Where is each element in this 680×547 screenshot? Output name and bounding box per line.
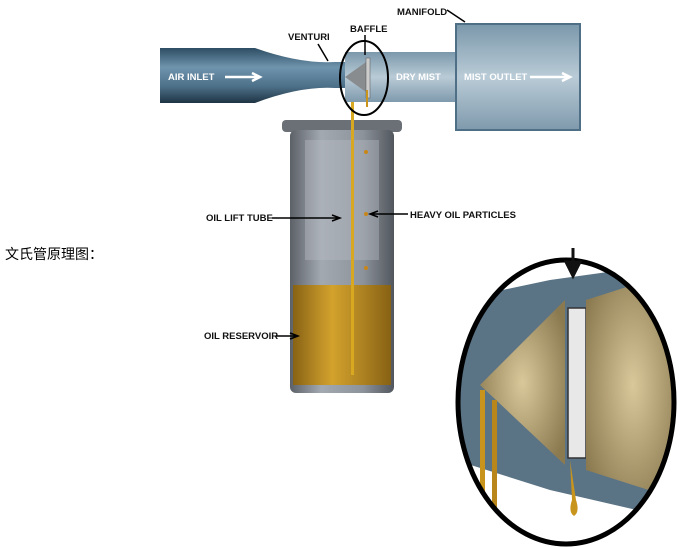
label-dry-mist: DRY MIST bbox=[396, 72, 441, 83]
label-air-inlet: AIR INLET bbox=[168, 72, 215, 83]
label-venturi: VENTURI bbox=[288, 32, 330, 43]
label-oil-lift-tube: OIL LIFT TUBE bbox=[206, 213, 273, 224]
label-mist-outlet: MIST OUTLET bbox=[464, 72, 528, 83]
label-baffle: BAFFLE bbox=[350, 24, 387, 35]
diagram-caption: 文氏管原理图： bbox=[5, 247, 103, 263]
oil-reservoir bbox=[282, 85, 402, 393]
oil-lift-tube bbox=[351, 85, 354, 375]
oil-particle bbox=[364, 212, 368, 216]
label-manifold: MANIFOLD bbox=[397, 7, 447, 18]
arrow-right-icon bbox=[225, 71, 263, 83]
baffle-highlight-circle bbox=[339, 40, 389, 116]
baffle-closeup-inset bbox=[455, 248, 677, 547]
arrow-right-icon bbox=[530, 71, 573, 83]
label-oil-reservoir: OIL RESERVOIR bbox=[204, 331, 278, 342]
pointer-arrow bbox=[446, 9, 466, 23]
arrow-down-icon bbox=[563, 248, 583, 280]
label-heavy-oil-particles: HEAVY OIL PARTICLES bbox=[410, 210, 516, 221]
air-pipe bbox=[160, 23, 581, 131]
